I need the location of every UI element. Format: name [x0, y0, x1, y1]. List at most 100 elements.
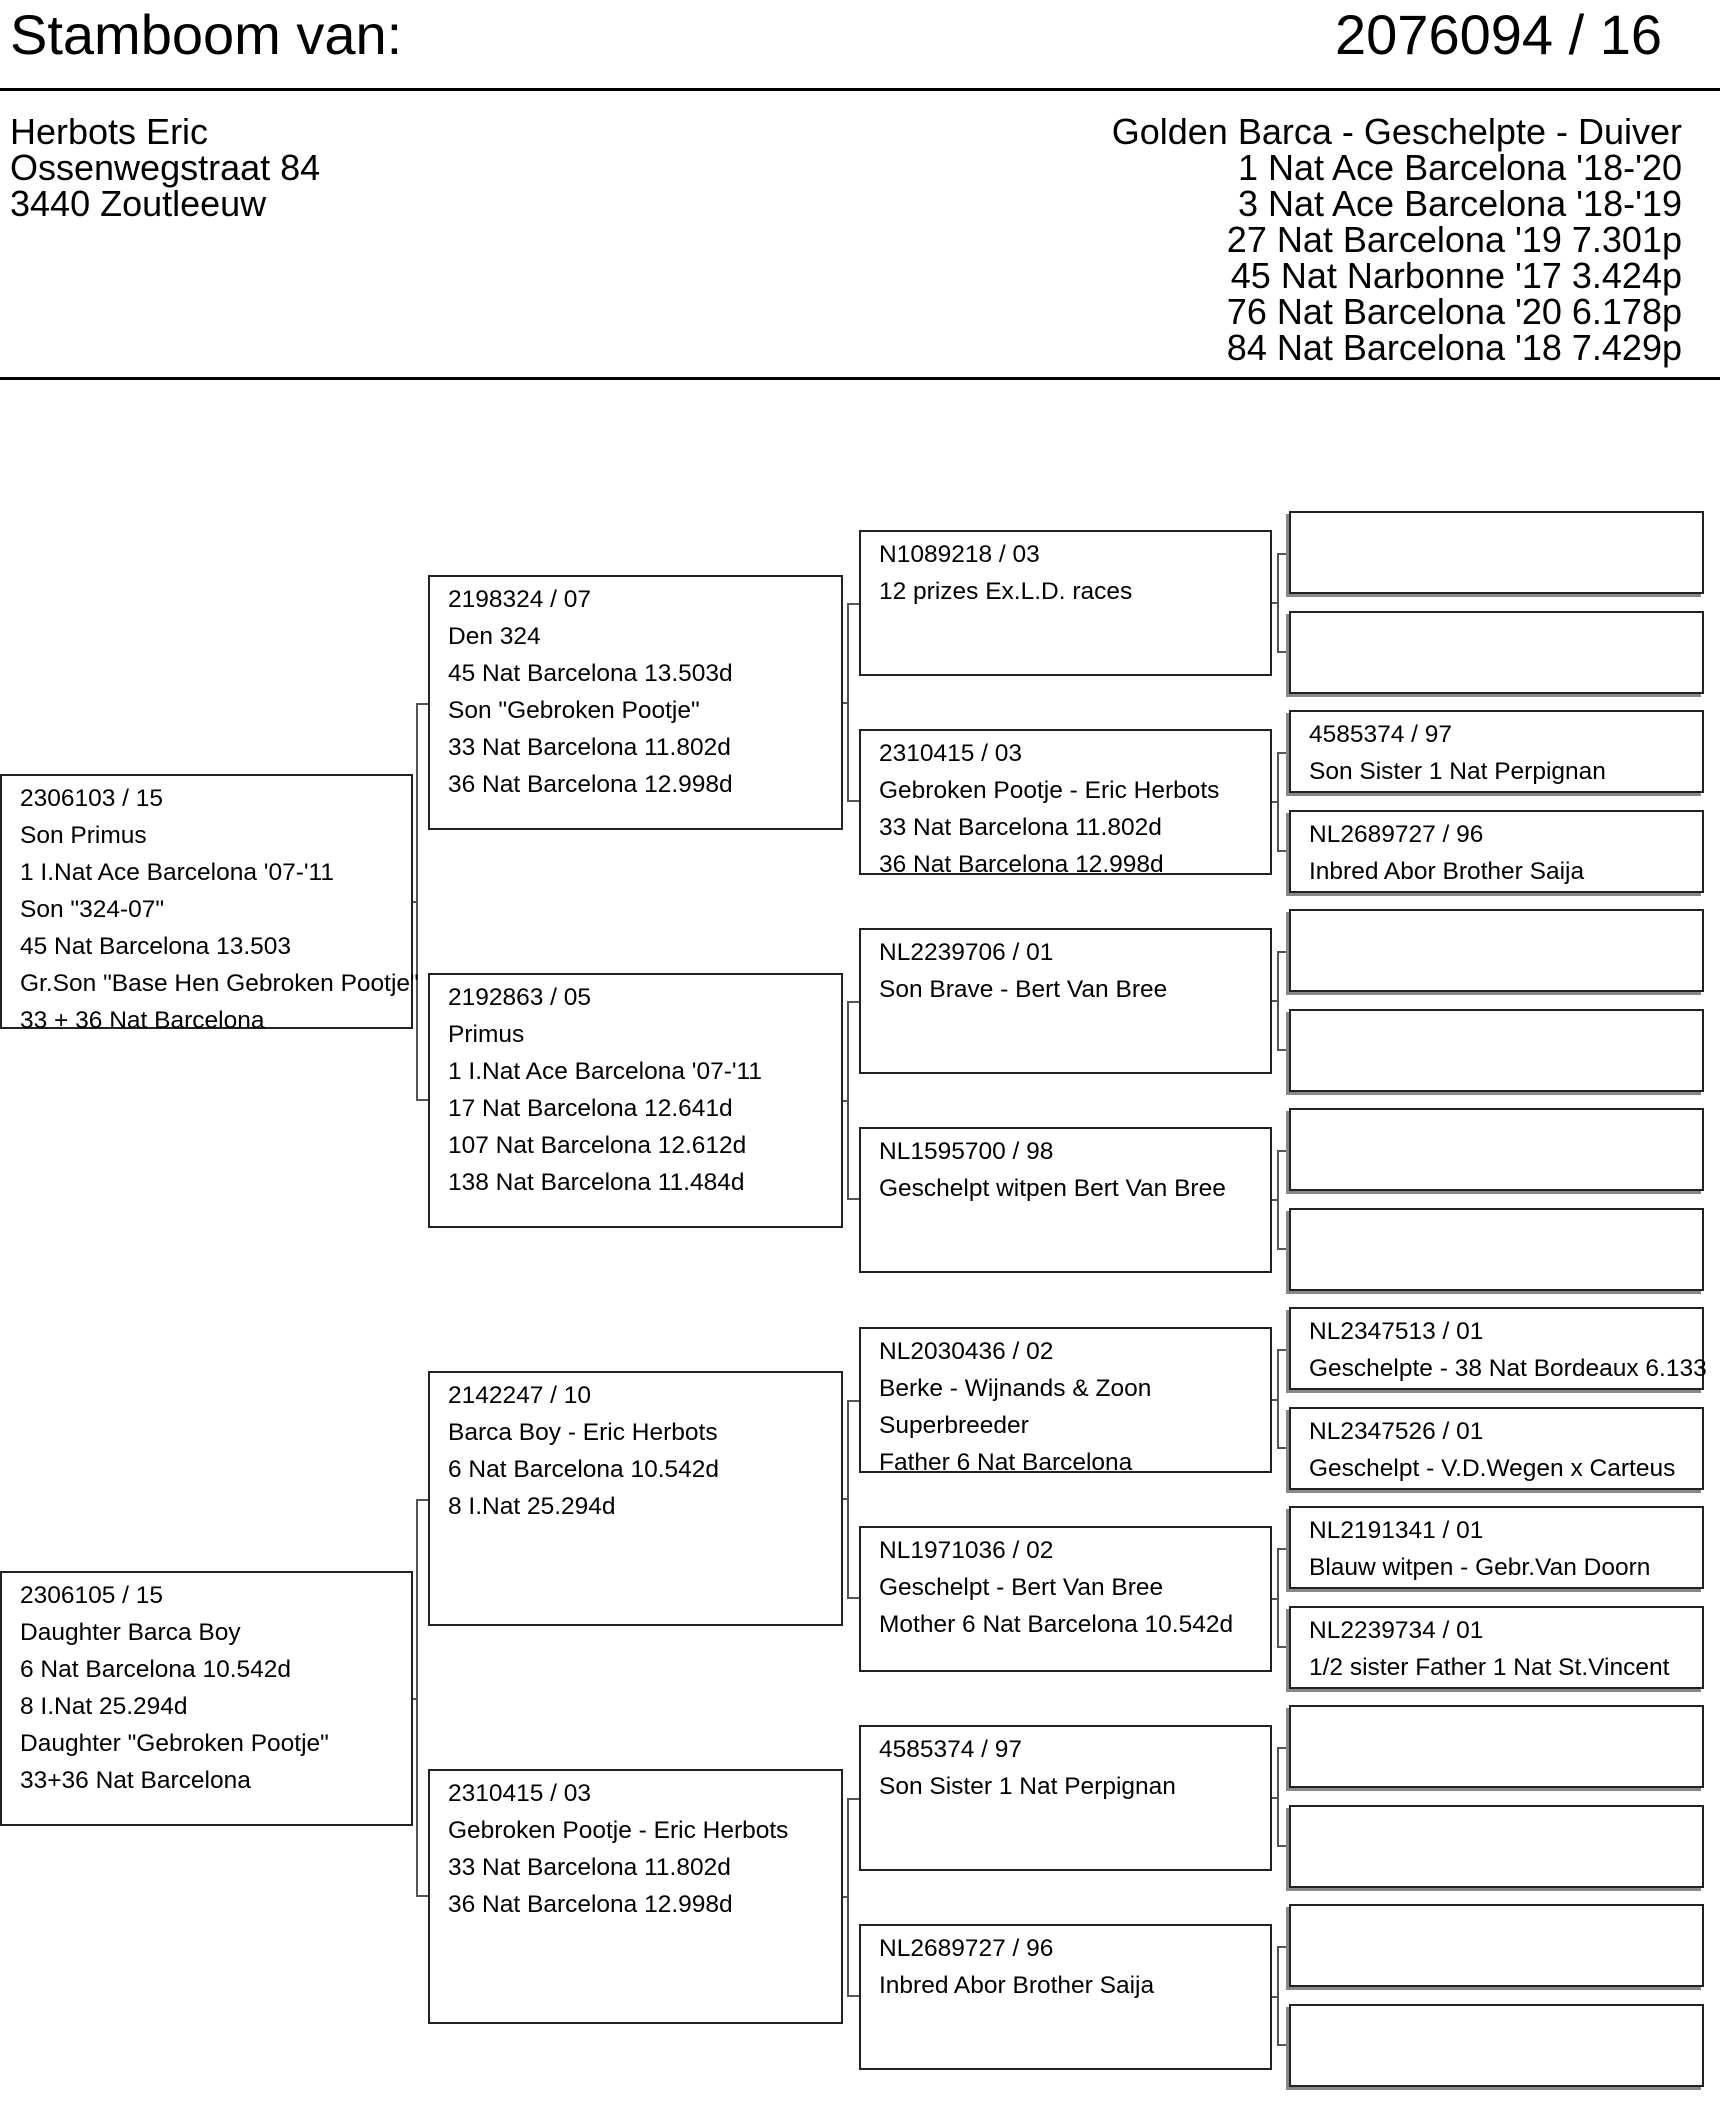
pedigree-note: 33 Nat Barcelona 11.802d — [879, 814, 1162, 841]
pedigree-connector — [1272, 1996, 1277, 1998]
pedigree-note: 33 + 36 Nat Barcelona — [20, 1007, 265, 1034]
pedigree-note: Berke - Wijnands & Zoon — [879, 1375, 1152, 1402]
pedigree-note: 138 Nat Barcelona 11.484d — [448, 1169, 745, 1196]
bird-result: 1 Nat Ace Barcelona '18-'20 — [1237, 147, 1682, 188]
pedigree-bracket — [1277, 751, 1289, 852]
pedigree-note: Geschelpt - Bert Van Bree — [879, 1574, 1164, 1601]
pedigree-connector — [843, 701, 847, 704]
great-great-grandparent-box — [1289, 1805, 1704, 1888]
ring-number: NL2689727 / 96 — [879, 1935, 1054, 1962]
bird-info-block: Golden Barca - Geschelpte - Duiver 1 Nat… — [1112, 114, 1682, 366]
great-great-grandparent-box — [1289, 1705, 1704, 1788]
pedigree-note: Gebroken Pootje - Eric Herbots — [879, 777, 1220, 804]
pedigree-note: 36 Nat Barcelona 12.998d — [448, 771, 733, 798]
pedigree-connector — [843, 1099, 847, 1102]
pedigree-bracket — [1277, 1547, 1289, 1648]
owner-block: Herbots Eric Ossenwegstraat 84 3440 Zout… — [10, 114, 320, 222]
bird-result: 27 Nat Barcelona '19 7.301p — [1226, 219, 1682, 260]
pedigree-note: 12 prizes Ex.L.D. races — [879, 578, 1133, 605]
pedigree-bracket — [1277, 1348, 1289, 1449]
pedigree-connector — [843, 1497, 847, 1500]
great-great-grandparent-box — [1289, 2004, 1704, 2087]
pedigree-bracket — [847, 1798, 859, 1997]
owner-city: 3440 Zoutleeuw — [10, 183, 267, 224]
bird-result: 45 Nat Narbonne '17 3.424p — [1230, 255, 1682, 296]
pedigree-connector — [413, 1697, 416, 1700]
ring-number: NL1595700 / 98 — [879, 1138, 1054, 1165]
pedigree-connector — [1272, 1399, 1277, 1401]
pedigree-note: Son "324-07" — [20, 896, 165, 923]
pedigree-note: 1 I.Nat Ace Barcelona '07-'11 — [20, 859, 334, 886]
pedigree-bracket — [1277, 1746, 1289, 1847]
pedigree-connector — [1272, 801, 1277, 803]
great-great-grandparent-box — [1289, 1208, 1704, 1291]
pedigree-bracket — [847, 1001, 859, 1200]
ring-number: 2142247 / 10 — [448, 1382, 592, 1409]
pedigree-note: 33 Nat Barcelona 11.802d — [448, 1854, 731, 1881]
pigeon-ring-number: 2076094 / 16 — [1335, 3, 1662, 66]
pedigree-note: 36 Nat Barcelona 12.998d — [879, 851, 1164, 878]
pedigree-note: Son Brave - Bert Van Bree — [879, 976, 1168, 1003]
pedigree-note: Blauw witpen - Gebr.Van Doorn — [1309, 1554, 1651, 1581]
great-great-grandparent-box — [1289, 1009, 1704, 1092]
pedigree-note: Geschelpte - 38 Nat Bordeaux 6.133 — [1309, 1355, 1707, 1382]
pedigree-connector — [1272, 1797, 1277, 1799]
ring-number: N1089218 / 03 — [879, 541, 1040, 568]
pedigree-note: Den 324 — [448, 623, 541, 650]
bird-description: Golden Barca - Geschelpte - Duiver — [1111, 111, 1682, 152]
pedigree-note: Daughter "Gebroken Pootje" — [20, 1730, 329, 1757]
pedigree-bracket — [416, 702, 428, 1101]
pedigree-note: Superbreeder — [879, 1412, 1029, 1439]
great-great-grandparent-box — [1289, 611, 1704, 694]
ring-number: 4585374 / 97 — [879, 1736, 1023, 1763]
pedigree-note: 36 Nat Barcelona 12.998d — [448, 1891, 733, 1918]
ring-number: 2198324 / 07 — [448, 586, 592, 613]
ring-number: NL2239706 / 01 — [879, 939, 1054, 966]
owner-street: Ossenwegstraat 84 — [10, 147, 321, 188]
bird-result: 84 Nat Barcelona '18 7.429p — [1226, 327, 1682, 368]
pedigree-connector — [1272, 1598, 1277, 1600]
pedigree-note: Father 6 Nat Barcelona — [879, 1449, 1133, 1476]
pedigree-note: Gr.Son "Base Hen Gebroken Pootje" — [20, 970, 419, 997]
ring-number: NL2347526 / 01 — [1309, 1418, 1484, 1445]
pedigree-note: Daughter Barca Boy — [20, 1619, 241, 1646]
ring-number: 2306105 / 15 — [20, 1582, 164, 1609]
pedigree-connector — [1272, 1000, 1277, 1002]
ring-number: NL2347513 / 01 — [1309, 1318, 1484, 1345]
pedigree-note: 33 Nat Barcelona 11.802d — [448, 734, 731, 761]
pedigree-note: Son Sister 1 Nat Perpignan — [1309, 758, 1606, 785]
pedigree-note: Inbred Abor Brother Saija — [879, 1972, 1155, 1999]
great-grandparent-box: NL2239706 / 01 Son Brave - Bert Van Bree — [859, 928, 1272, 1074]
great-great-grandparent-box — [1289, 1904, 1704, 1987]
pedigree-note: Mother 6 Nat Barcelona 10.542d — [879, 1611, 1234, 1638]
bird-result: 76 Nat Barcelona '20 6.178p — [1226, 291, 1682, 332]
pedigree-bracket — [847, 1400, 859, 1599]
bird-result: 3 Nat Ace Barcelona '18-'19 — [1237, 183, 1682, 224]
pedigree-note: Primus — [448, 1021, 525, 1048]
pedigree-note: 8 I.Nat 25.294d — [448, 1493, 616, 1520]
pedigree-connector — [843, 1895, 847, 1898]
pedigree-note: 107 Nat Barcelona 12.612d — [448, 1132, 747, 1159]
pedigree-note: Barca Boy - Eric Herbots — [448, 1419, 718, 1446]
pedigree-bracket — [416, 1498, 428, 1897]
great-great-grandparent-box — [1289, 511, 1704, 594]
pedigree-note: Inbred Abor Brother Saija — [1309, 858, 1585, 885]
great-great-grandparent-box: NL2347513 / 01 Geschelpte - 38 Nat Bordea… — [1289, 1307, 1707, 1390]
great-great-grandparent-box — [1289, 909, 1704, 992]
pedigree-note: 8 I.Nat 25.294d — [20, 1693, 188, 1720]
pedigree-note: 1/2 sister Father 1 Nat St.Vincent — [1309, 1654, 1670, 1681]
owner-name: Herbots Eric — [10, 111, 209, 152]
pedigree-bracket — [847, 603, 859, 802]
ring-number: 2310415 / 03 — [448, 1780, 592, 1807]
